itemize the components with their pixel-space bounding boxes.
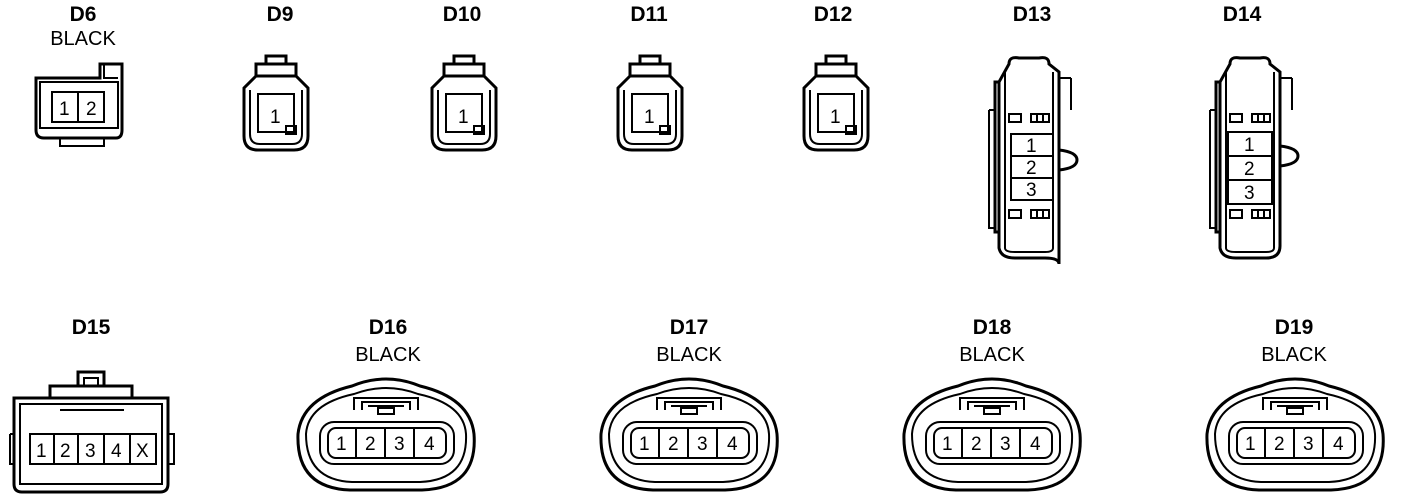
connector-d6-drawing: 1 2 xyxy=(34,62,124,147)
connector-id-label: D9 xyxy=(266,3,294,26)
pin-number: 1 xyxy=(830,107,841,128)
pin-number: 1 xyxy=(639,434,650,455)
connector-color-label: BLACK xyxy=(656,344,722,366)
pin-number: 2 xyxy=(60,441,71,462)
connector-id-label: D10 xyxy=(442,3,482,26)
connector-d16-drawing: 1 2 3 4 xyxy=(296,377,476,492)
connector-d11-drawing: 1 xyxy=(616,54,684,152)
pin-number: 3 xyxy=(394,434,405,455)
connector-id-label: D16 xyxy=(368,316,408,339)
pin-number: 4 xyxy=(727,434,738,455)
pin-number: 1 xyxy=(942,434,953,455)
pin-number: X xyxy=(136,441,149,462)
connector-d12-drawing: 1 xyxy=(802,54,870,152)
pin-number: 1 xyxy=(1245,434,1256,455)
pin-number: 3 xyxy=(1303,434,1314,455)
pin-number: 3 xyxy=(697,434,708,455)
pin-number: 2 xyxy=(1026,158,1037,179)
connector-d10-drawing: 1 xyxy=(430,54,498,152)
pin-number: 4 xyxy=(1333,434,1344,455)
connector-d18-drawing: 1 2 3 4 xyxy=(902,377,1082,492)
connector-id-label: D12 xyxy=(813,3,853,26)
connector-d13-drawing: 1 2 3 xyxy=(988,56,1079,265)
pin-number: 1 xyxy=(336,434,347,455)
pin-number: 1 xyxy=(458,107,469,128)
pin-number: 2 xyxy=(668,434,679,455)
connector-d9-drawing: 1 xyxy=(242,54,310,152)
connector-d19-drawing: 1 2 3 4 xyxy=(1205,377,1385,492)
pin-number: 1 xyxy=(1026,136,1037,157)
connector-color-label: BLACK xyxy=(1261,344,1327,366)
pin-number: 2 xyxy=(1244,159,1255,180)
pin-number: 4 xyxy=(424,434,435,455)
connector-id-label: D15 xyxy=(71,316,111,339)
connector-id-label: D6 xyxy=(69,3,97,26)
connector-id-label: D19 xyxy=(1274,316,1314,339)
pin-number: 1 xyxy=(59,99,70,120)
pin-number: 1 xyxy=(1244,135,1255,156)
connector-d15-drawing: 1 2 3 4 X xyxy=(9,370,175,494)
pin-number: 1 xyxy=(270,107,281,128)
pin-number: 4 xyxy=(111,441,122,462)
pin-number: 1 xyxy=(36,441,47,462)
connector-color-label: BLACK xyxy=(959,344,1025,366)
pin-number: 3 xyxy=(1244,183,1255,204)
connector-id-label: D11 xyxy=(630,3,668,26)
pin-number: 2 xyxy=(86,99,97,120)
pin-number: 2 xyxy=(971,434,982,455)
connector-id-label: D13 xyxy=(1012,3,1052,26)
pin-number: 3 xyxy=(1000,434,1011,455)
pin-number: 4 xyxy=(1030,434,1041,455)
connector-id-label: D18 xyxy=(972,316,1012,339)
connector-color-label: BLACK xyxy=(355,344,421,366)
connector-color-label: BLACK xyxy=(50,28,116,50)
connector-d17-drawing: 1 2 3 4 xyxy=(599,377,779,492)
connector-id-label: D17 xyxy=(669,316,709,339)
connector-d14-drawing: 1 2 3 xyxy=(1209,56,1300,260)
connector-id-label: D14 xyxy=(1222,3,1262,26)
pin-number: 2 xyxy=(365,434,376,455)
pin-number: 3 xyxy=(85,441,96,462)
pin-number: 3 xyxy=(1026,180,1037,201)
pin-number: 1 xyxy=(644,107,655,128)
pin-number: 2 xyxy=(1274,434,1285,455)
